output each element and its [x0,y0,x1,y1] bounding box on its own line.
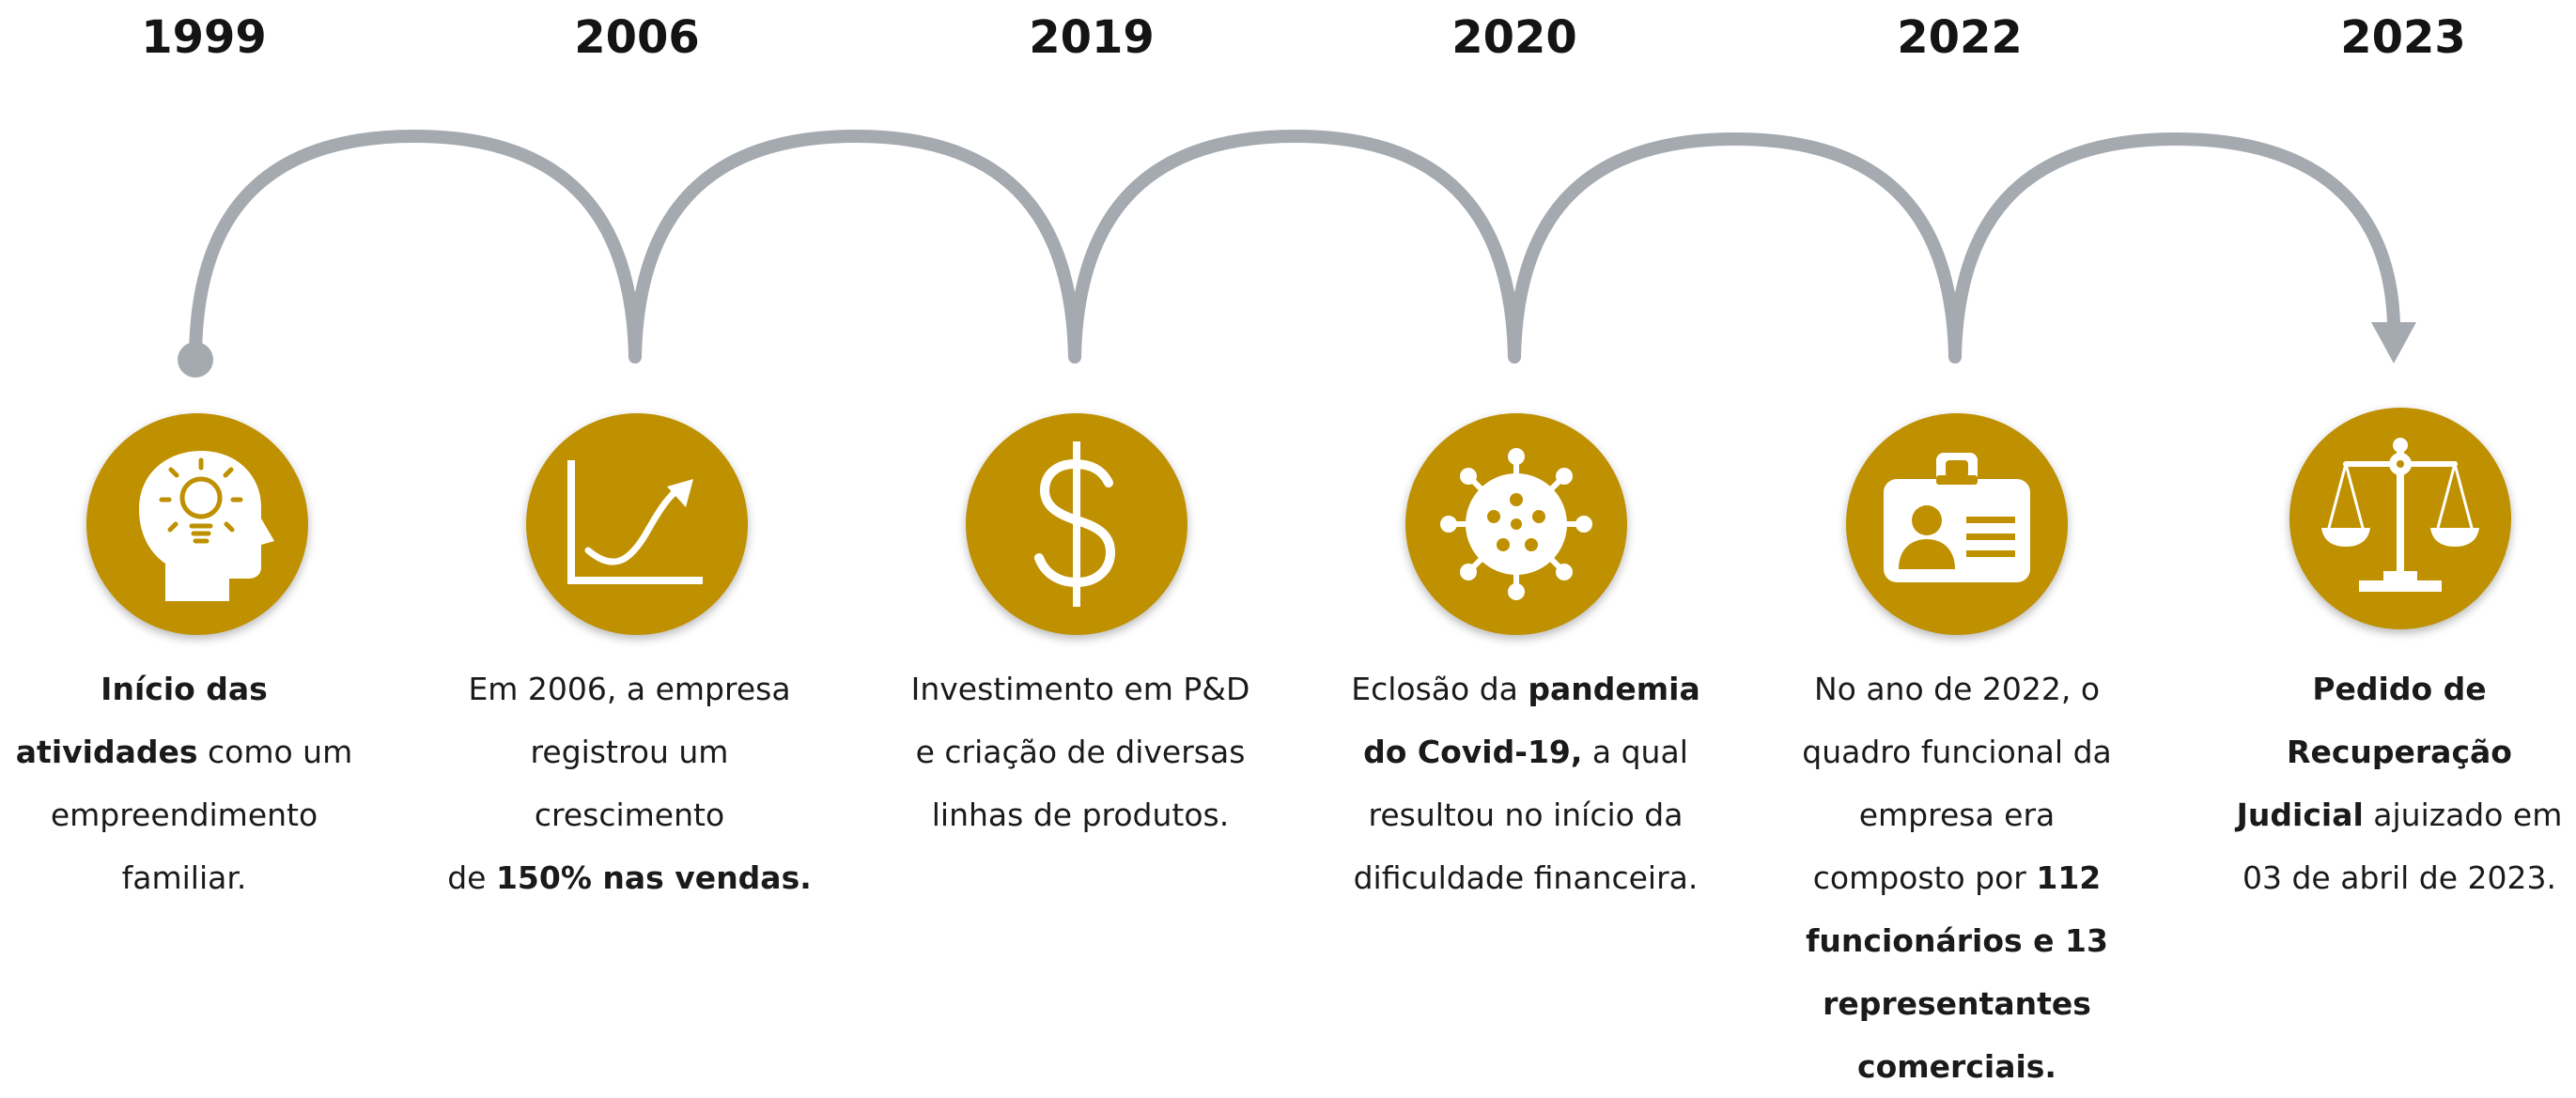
milestone-description: No ano de 2022, o quadro funcional da em… [1769,657,2145,1098]
description-line: 03 de abril de 2023. [2242,859,2556,896]
growth-chart-icon [567,460,703,584]
description-line: comerciais. [1857,1048,2056,1085]
description-line: atividades como um [15,734,353,770]
milestone-description: Eclosão da pandemia do Covid-19, a qual … [1338,657,1714,909]
description-line: de 150% nas vendas. [447,859,812,896]
year-label: 2020 [1451,11,1577,64]
description-line: registrou um [530,734,729,770]
milestone-icon-circle [1846,413,2068,635]
description-line: resultou no início da [1368,796,1684,833]
description-line: representantes [1823,985,2091,1022]
milestone-icon-circle [1405,413,1627,635]
description-line: No ano de 2022, o [1813,671,2101,707]
timeline-start-dot [178,342,213,378]
milestone-description: Em 2006, a empresa registrou um crescime… [442,657,817,909]
milestone-icon-circle [2289,408,2511,629]
description-line: dificuldade financeira. [1353,859,1699,896]
milestone-icon-circle [966,413,1187,635]
description-line: Judicial ajuizado em [2236,796,2563,833]
description-line: do Covid-19, a qual [1363,734,1688,770]
year-label: 2022 [1897,11,2023,64]
milestone-description: Pedido de Recuperação Judicial ajuizado … [2211,657,2576,909]
milestone-icon-circle [526,413,748,635]
year-label: 2023 [2340,11,2466,64]
description-line: quadro funcional da [1802,734,2112,770]
milestone-description: Investimento em P&D e criação de diversa… [892,657,1268,846]
description-line: Pedido de [2312,671,2487,707]
description-line: crescimento [534,796,725,833]
description-line: empreendimento [50,796,318,833]
year-label: 2006 [574,11,700,64]
description-line: Em 2006, a empresa [468,671,791,707]
timeline-arrowhead [2371,322,2416,363]
year-label: 1999 [141,11,267,64]
scales-of-justice-icon [2321,438,2479,592]
description-line: Início das [101,671,268,707]
virus-icon [1440,448,1592,600]
description-line: linhas de produtos. [931,796,1230,833]
dollar-icon [1034,441,1116,607]
head-lightbulb-icon [139,451,274,601]
description-line: Investimento em P&D [910,671,1250,707]
description-line: composto por 112 [1812,859,2102,896]
id-badge-icon [1884,453,2030,582]
year-label: 2019 [1029,11,1155,64]
milestone-icon-circle [86,413,308,635]
description-line: familiar. [121,859,247,896]
description-line: Eclosão da pandemia [1351,671,1700,707]
description-line: funcionários e 13 [1806,922,2108,959]
milestone-description: Início das atividades como um empreendim… [0,657,372,909]
description-line: e criação de diversas [915,734,1246,770]
description-line: empresa era [1858,796,2056,833]
description-line: Recuperação [2287,734,2512,770]
